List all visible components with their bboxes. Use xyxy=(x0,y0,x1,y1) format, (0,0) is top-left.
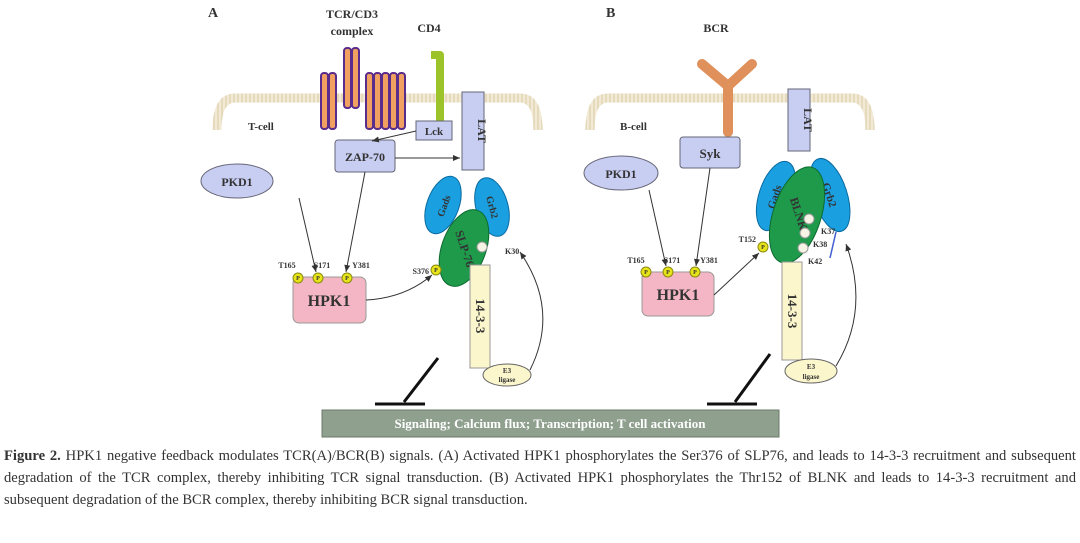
panel-a-label: A xyxy=(208,6,219,21)
p-label: P xyxy=(693,270,697,276)
figure-caption: Figure 2. HPK1 negative feedback modulat… xyxy=(4,446,1076,511)
y381-label: Y381 xyxy=(352,261,370,270)
lck-box xyxy=(415,120,453,141)
inhibition-symbol xyxy=(707,353,772,406)
protein-14-3-3 xyxy=(781,261,803,361)
lat-label: LAT xyxy=(475,119,489,143)
s171-label: S171 xyxy=(314,261,330,270)
panel-a: A TCR/CD3 complex CD4 T-cell Lck LAT ZAP… xyxy=(200,6,544,406)
ligase-label: ligase xyxy=(803,373,820,381)
k38-label: K38 xyxy=(813,240,827,249)
s171-label: S171 xyxy=(664,256,680,265)
e3-ligase xyxy=(784,358,838,384)
figure-diagram: A TCR/CD3 complex CD4 T-cell Lck LAT ZAP… xyxy=(200,6,875,438)
caption-text: HPK1 negative feedback modulates TCR(A)/… xyxy=(4,448,1076,508)
lat-box xyxy=(461,91,485,171)
protein-14-3-3-label: 14-3-3 xyxy=(473,299,488,334)
block-mark xyxy=(829,231,837,259)
pkd1-ellipse xyxy=(583,155,659,191)
protein-14-3-3 xyxy=(469,264,491,369)
tcr-label-2: complex xyxy=(331,24,374,38)
cell-label: T-cell xyxy=(248,121,274,133)
cd4-coreceptor xyxy=(431,51,444,125)
p-label: P xyxy=(761,245,765,251)
p-label: P xyxy=(345,276,349,282)
k42-label: K42 xyxy=(808,257,822,266)
hpk1-label: HPK1 xyxy=(657,287,700,304)
k37-label: K37 xyxy=(821,227,835,236)
e3-label: E3 xyxy=(807,363,816,371)
e3-ligase xyxy=(482,363,532,387)
pkd1-label: PKD1 xyxy=(605,167,636,181)
panel-b-label: B xyxy=(606,6,615,21)
p-label: P xyxy=(316,276,320,282)
ubiquitin-icon xyxy=(476,241,488,253)
hpk1-label: HPK1 xyxy=(308,293,351,310)
p-label: P xyxy=(644,270,648,276)
pkd1-label: PKD1 xyxy=(221,175,252,189)
syk-label: Syk xyxy=(700,146,722,161)
bcr-receptor xyxy=(697,59,757,137)
zap70-label: ZAP-70 xyxy=(345,150,385,164)
cell-label: B-cell xyxy=(620,121,647,133)
p-label: P xyxy=(434,268,438,274)
s376-label: S376 xyxy=(413,267,429,276)
hpk1-box xyxy=(641,271,715,317)
k30-label: K30 xyxy=(505,247,519,256)
tcr-cd3-complex xyxy=(320,47,406,130)
gads-ellipse xyxy=(424,175,462,235)
tcr-label: TCR/CD3 xyxy=(326,7,378,21)
p-label: P xyxy=(296,276,300,282)
ligase-label: ligase xyxy=(499,376,516,384)
outcome-label: Signaling; Calcium flux; Transcription; … xyxy=(394,416,706,431)
cd4-label: CD4 xyxy=(417,21,440,35)
caption-label: Figure 2. xyxy=(4,448,61,464)
t165-label: T165 xyxy=(278,261,295,270)
inhibition-symbol xyxy=(375,357,440,406)
lat-label: LAT xyxy=(801,108,815,132)
protein-14-3-3-label: 14-3-3 xyxy=(785,294,800,329)
t152-label: T152 xyxy=(739,235,756,244)
y381-label: Y381 xyxy=(700,256,718,265)
phospho-sites xyxy=(640,241,769,278)
panel-b: B BCR B-cell LAT Syk PKD1 Gads Grb2 BLNK… xyxy=(583,6,875,406)
lat-box xyxy=(787,88,811,152)
bcr-label: BCR xyxy=(703,21,729,35)
e3-label: E3 xyxy=(503,367,512,375)
phospho-sites xyxy=(292,264,442,284)
lck-label: Lck xyxy=(425,126,444,138)
outcome-bar xyxy=(321,409,780,438)
p-label: P xyxy=(666,270,670,276)
pkd1-ellipse xyxy=(200,163,274,199)
ubiquitin-icons xyxy=(797,213,815,254)
t165-label: T165 xyxy=(627,256,644,265)
